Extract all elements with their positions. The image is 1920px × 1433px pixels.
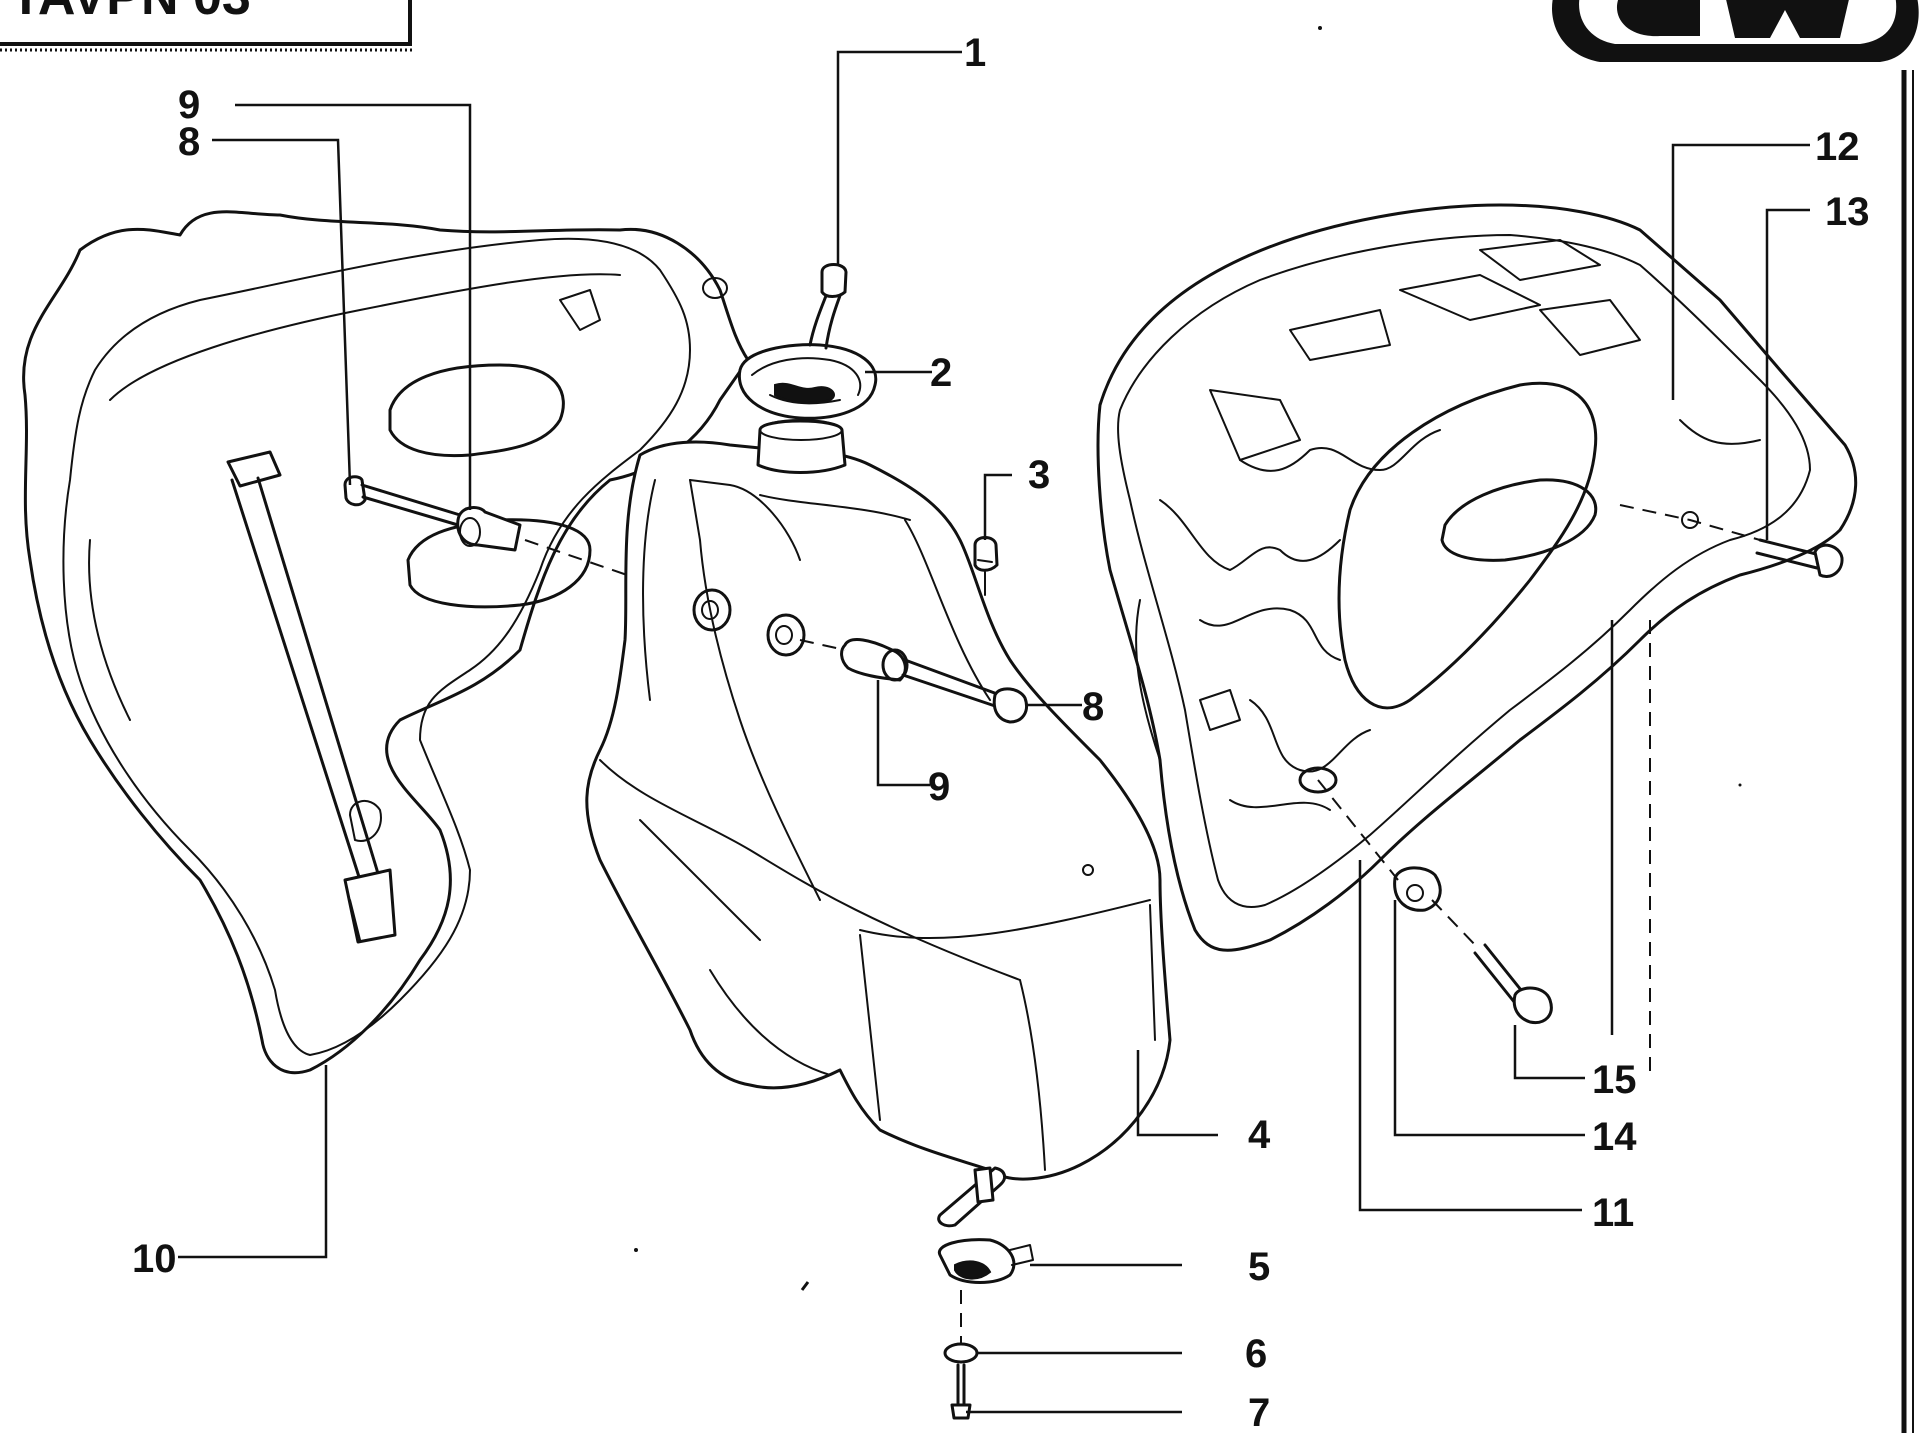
callout-10: 10	[132, 1237, 177, 1281]
bolt-8-left	[343, 475, 462, 527]
callout-8-left: 8	[178, 120, 200, 164]
callout-4: 4	[1248, 1113, 1271, 1157]
spacer-9-left	[456, 506, 522, 552]
callout-1: 1	[964, 31, 986, 75]
part-6-washer	[943, 1342, 979, 1364]
part-4-fuel-tank	[585, 419, 1172, 1181]
part-7-screw	[950, 1363, 972, 1420]
callout-12: 12	[1815, 125, 1860, 169]
page-border-right	[1901, 70, 1914, 1433]
leader-lines	[178, 50, 1810, 1414]
part-1-breather-hose	[808, 263, 848, 350]
plate-header: TAVPN 03	[0, 0, 415, 52]
callout-11: 11	[1592, 1191, 1634, 1235]
part-15-bolt	[1473, 943, 1553, 1025]
part-13-screw	[1755, 538, 1844, 578]
callout-6: 6	[1245, 1332, 1267, 1376]
axis-line-bolt-15	[1431, 899, 1479, 949]
part-3-fitting	[973, 536, 999, 596]
axis-line-grommet	[1317, 779, 1399, 881]
spacer-9-center	[840, 638, 909, 682]
callout-5: 5	[1248, 1245, 1270, 1289]
axis-line-center-bolt	[799, 639, 846, 651]
axis-line-screw-13	[1619, 504, 1761, 541]
callout-15: 15	[1592, 1058, 1637, 1102]
callout-14: 14	[1592, 1115, 1637, 1159]
callout-7: 7	[1248, 1391, 1270, 1433]
part-12-right-side-panel	[1096, 203, 1858, 952]
callout-2: 2	[930, 351, 952, 395]
part-14-grommet	[1393, 866, 1442, 912]
scan-specks	[634, 26, 1742, 1291]
part-2-filler-cap	[737, 343, 878, 420]
callout-9-center: 9	[928, 765, 950, 809]
callout-8-center: 8	[1082, 685, 1104, 729]
part-5-fuel-tap	[937, 1166, 1034, 1284]
bolt-8-center	[901, 658, 1028, 724]
callout-3: 3	[1028, 453, 1050, 497]
plate-label: TAVPN 03	[10, 0, 251, 26]
callout-labels: 1 2 3 4 5 6 7 8 8 9 9 10 11 12 13 14 15	[132, 31, 1870, 1433]
callout-13: 13	[1825, 190, 1870, 234]
axis-line-upper-bolt	[524, 539, 701, 601]
callout-9-left: 9	[178, 83, 200, 127]
brand-logo	[1552, 0, 1919, 62]
